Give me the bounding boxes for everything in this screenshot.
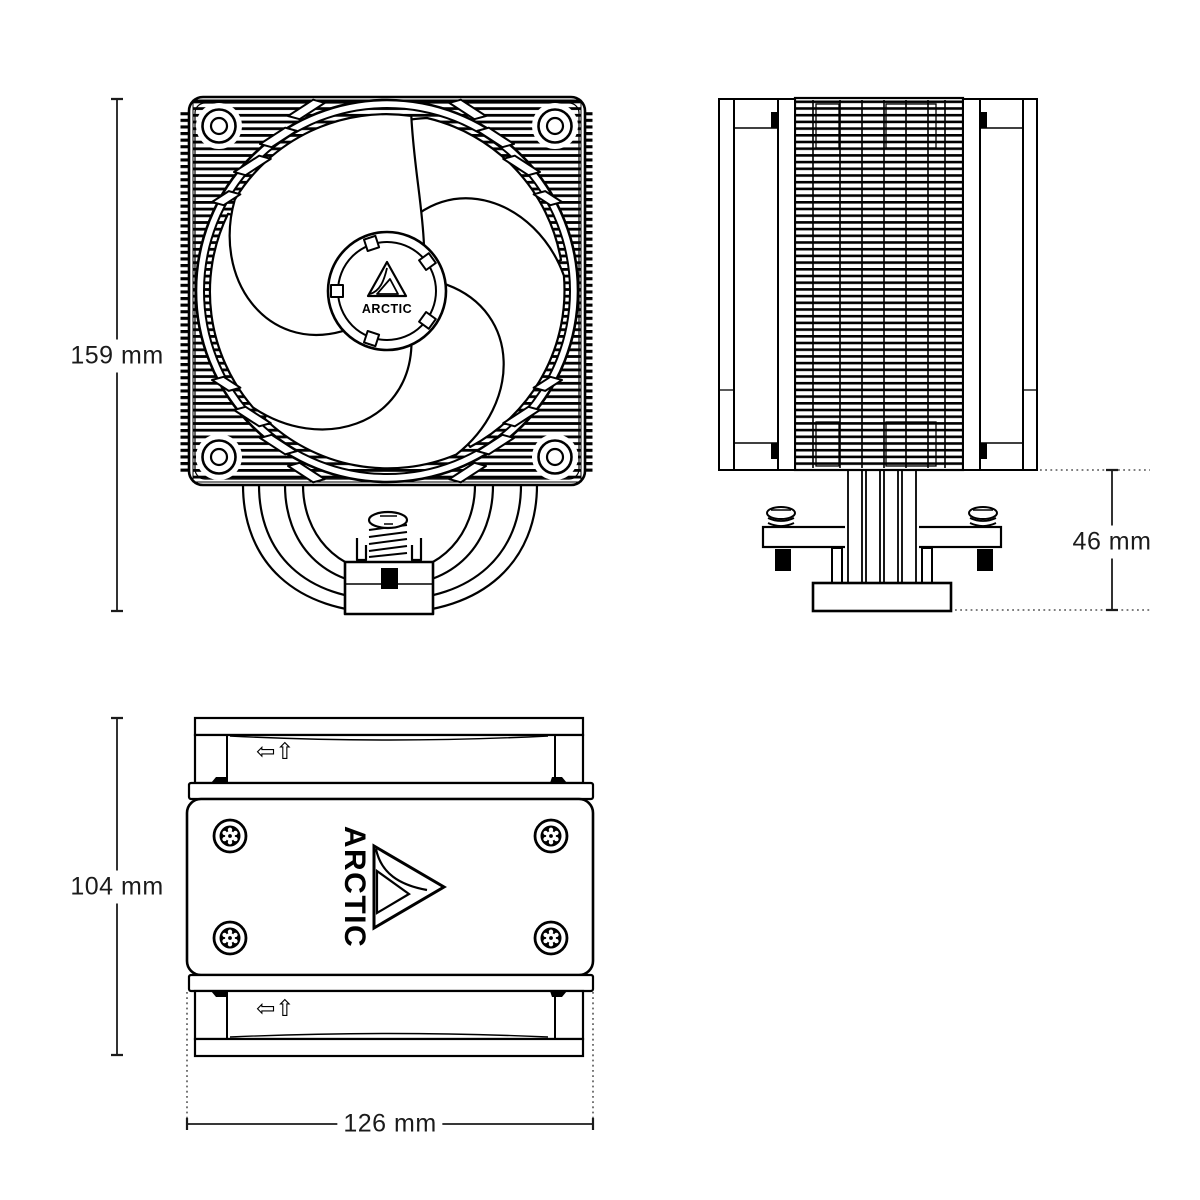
airflow-arrows-icon: ⇦⇧ xyxy=(256,996,295,1022)
heatsink-top-plate xyxy=(185,797,595,977)
fan-hub: ARCTIC xyxy=(326,230,448,352)
front-view-fan: ARCTIC xyxy=(143,70,607,616)
spring-screw-icon xyxy=(968,506,998,527)
torx-screw-icon xyxy=(212,920,248,956)
airflow-arrows-icon: ⇦⇧ xyxy=(256,739,295,765)
heatsink-fin-edge-left xyxy=(180,112,189,473)
dimension-label-depth: 104 mm xyxy=(64,870,170,904)
dimension-label-width: 126 mm xyxy=(337,1107,443,1141)
side-fan-left xyxy=(718,98,796,471)
base-support xyxy=(831,547,843,586)
torx-screw-icon xyxy=(212,818,248,854)
dimension-label-height: 159 mm xyxy=(64,339,170,373)
mounting-bolt xyxy=(977,549,993,571)
fin-stack xyxy=(793,96,965,472)
fan-screw-hole-icon xyxy=(530,432,580,482)
heatsink-fin-edge-right xyxy=(584,112,593,473)
fan-screw-hole-icon xyxy=(530,101,580,151)
side-fan-right xyxy=(962,98,1038,471)
fan-screw-hole-icon xyxy=(194,101,244,151)
front-heatpipes-and-base xyxy=(241,484,539,616)
cold-plate xyxy=(811,581,953,613)
arctic-logo-top-plate: ARCTIC xyxy=(338,826,447,948)
mounting-bolt xyxy=(775,549,791,571)
arctic-logo-fan-hub: ARCTIC xyxy=(362,260,412,316)
torx-screw-icon xyxy=(533,920,569,956)
top-plate-brand-text: ARCTIC xyxy=(338,826,371,948)
torx-screw-icon xyxy=(533,818,569,854)
side-view-heatsink xyxy=(718,96,1038,613)
fan-hub-brand-text: ARCTIC xyxy=(362,302,412,316)
side-heatpipes xyxy=(847,470,917,584)
base-support xyxy=(921,547,933,586)
top-view: ⇦⇧ ARCTIC ⇦⇧ xyxy=(185,716,595,1058)
dimension-label-base-height: 46 mm xyxy=(1066,525,1158,559)
spring-screw-icon xyxy=(766,506,796,527)
fan-screw-hole-icon xyxy=(194,432,244,482)
